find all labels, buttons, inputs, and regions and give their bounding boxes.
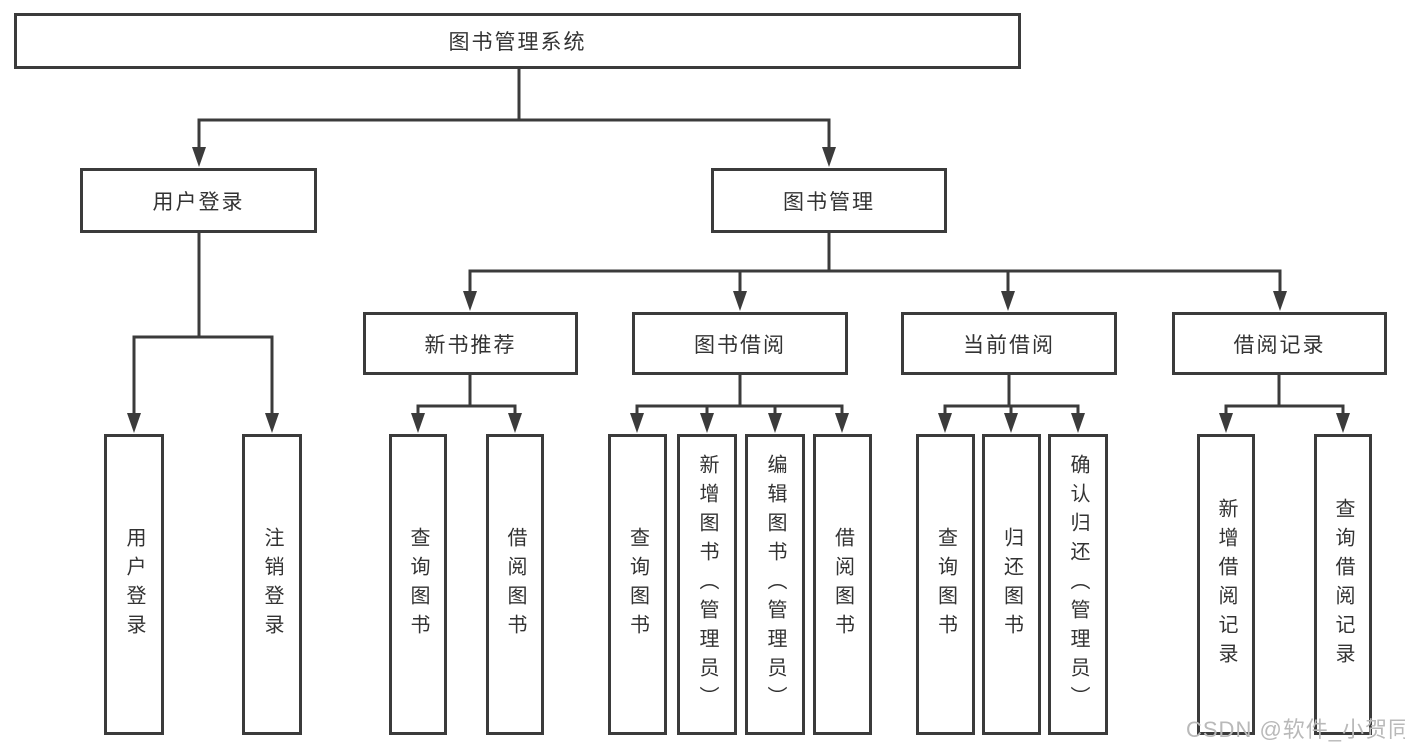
leaf-borrow-book-borrowing: 借阅图书 xyxy=(813,434,872,735)
leaf-user-login-label: 用户登录 xyxy=(123,526,145,643)
leaf-query-borrow-record-label: 查询借阅记录 xyxy=(1332,497,1354,672)
leaf-query-book-current: 查询图书 xyxy=(916,434,975,735)
leaf-confirm-return-admin-label: 确认归还（管理员） xyxy=(1067,454,1089,715)
leaf-user-login: 用户登录 xyxy=(104,434,164,735)
leaf-edit-book-admin-label: 编辑图书（管理员） xyxy=(764,454,786,715)
node-library-management-system: 图书管理系统 xyxy=(14,13,1021,69)
leaf-logout-label: 注销登录 xyxy=(261,526,283,643)
leaf-query-book-recommend: 查询图书 xyxy=(389,434,447,735)
leaf-borrow-book-recommend-label: 借阅图书 xyxy=(504,526,526,643)
node-user-login-branch-label: 用户登录 xyxy=(152,190,245,214)
leaf-add-borrow-record-label: 新增借阅记录 xyxy=(1215,497,1237,672)
leaf-confirm-return-admin: 确认归还（管理员） xyxy=(1048,434,1108,735)
leaf-query-book-borrowing: 查询图书 xyxy=(608,434,667,735)
leaf-edit-book-admin: 编辑图书（管理员） xyxy=(745,434,805,735)
leaf-return-book: 归还图书 xyxy=(982,434,1041,735)
leaf-add-book-admin: 新增图书（管理员） xyxy=(677,434,737,735)
leaf-query-book-recommend-label: 查询图书 xyxy=(407,526,429,643)
node-book-borrowing: 图书借阅 xyxy=(632,312,848,375)
leaf-query-book-current-label: 查询图书 xyxy=(934,526,957,643)
node-current-borrowing-label: 当前借阅 xyxy=(963,333,1055,357)
leaf-return-book-label: 归还图书 xyxy=(1000,526,1023,643)
leaf-add-book-admin-label: 新增图书（管理员） xyxy=(696,454,718,715)
connector-lines xyxy=(132,67,1345,416)
leaf-query-borrow-record: 查询借阅记录 xyxy=(1314,434,1372,735)
leaf-logout: 注销登录 xyxy=(242,434,302,735)
node-new-book-recommend-label: 新书推荐 xyxy=(424,333,517,357)
node-current-borrowing: 当前借阅 xyxy=(901,312,1117,375)
node-borrowing-records: 借阅记录 xyxy=(1172,312,1387,375)
node-borrowing-records-label: 借阅记录 xyxy=(1233,333,1326,357)
leaf-borrow-book-borrowing-label: 借阅图书 xyxy=(831,526,854,643)
node-library-management-system-label: 图书管理系统 xyxy=(448,31,587,54)
node-book-management-label: 图书管理 xyxy=(783,190,875,214)
node-book-borrowing-label: 图书借阅 xyxy=(694,333,786,357)
node-user-login-branch: 用户登录 xyxy=(80,168,317,233)
leaf-add-borrow-record: 新增借阅记录 xyxy=(1197,434,1255,735)
node-book-management: 图书管理 xyxy=(711,168,947,233)
leaf-query-book-borrowing-label: 查询图书 xyxy=(626,526,649,643)
leaf-borrow-book-recommend: 借阅图书 xyxy=(486,434,544,735)
csdn-watermark: CSDN @软件_小贺同学 xyxy=(1186,717,1405,742)
node-new-book-recommend: 新书推荐 xyxy=(363,312,578,375)
arrowheads xyxy=(127,147,1350,433)
